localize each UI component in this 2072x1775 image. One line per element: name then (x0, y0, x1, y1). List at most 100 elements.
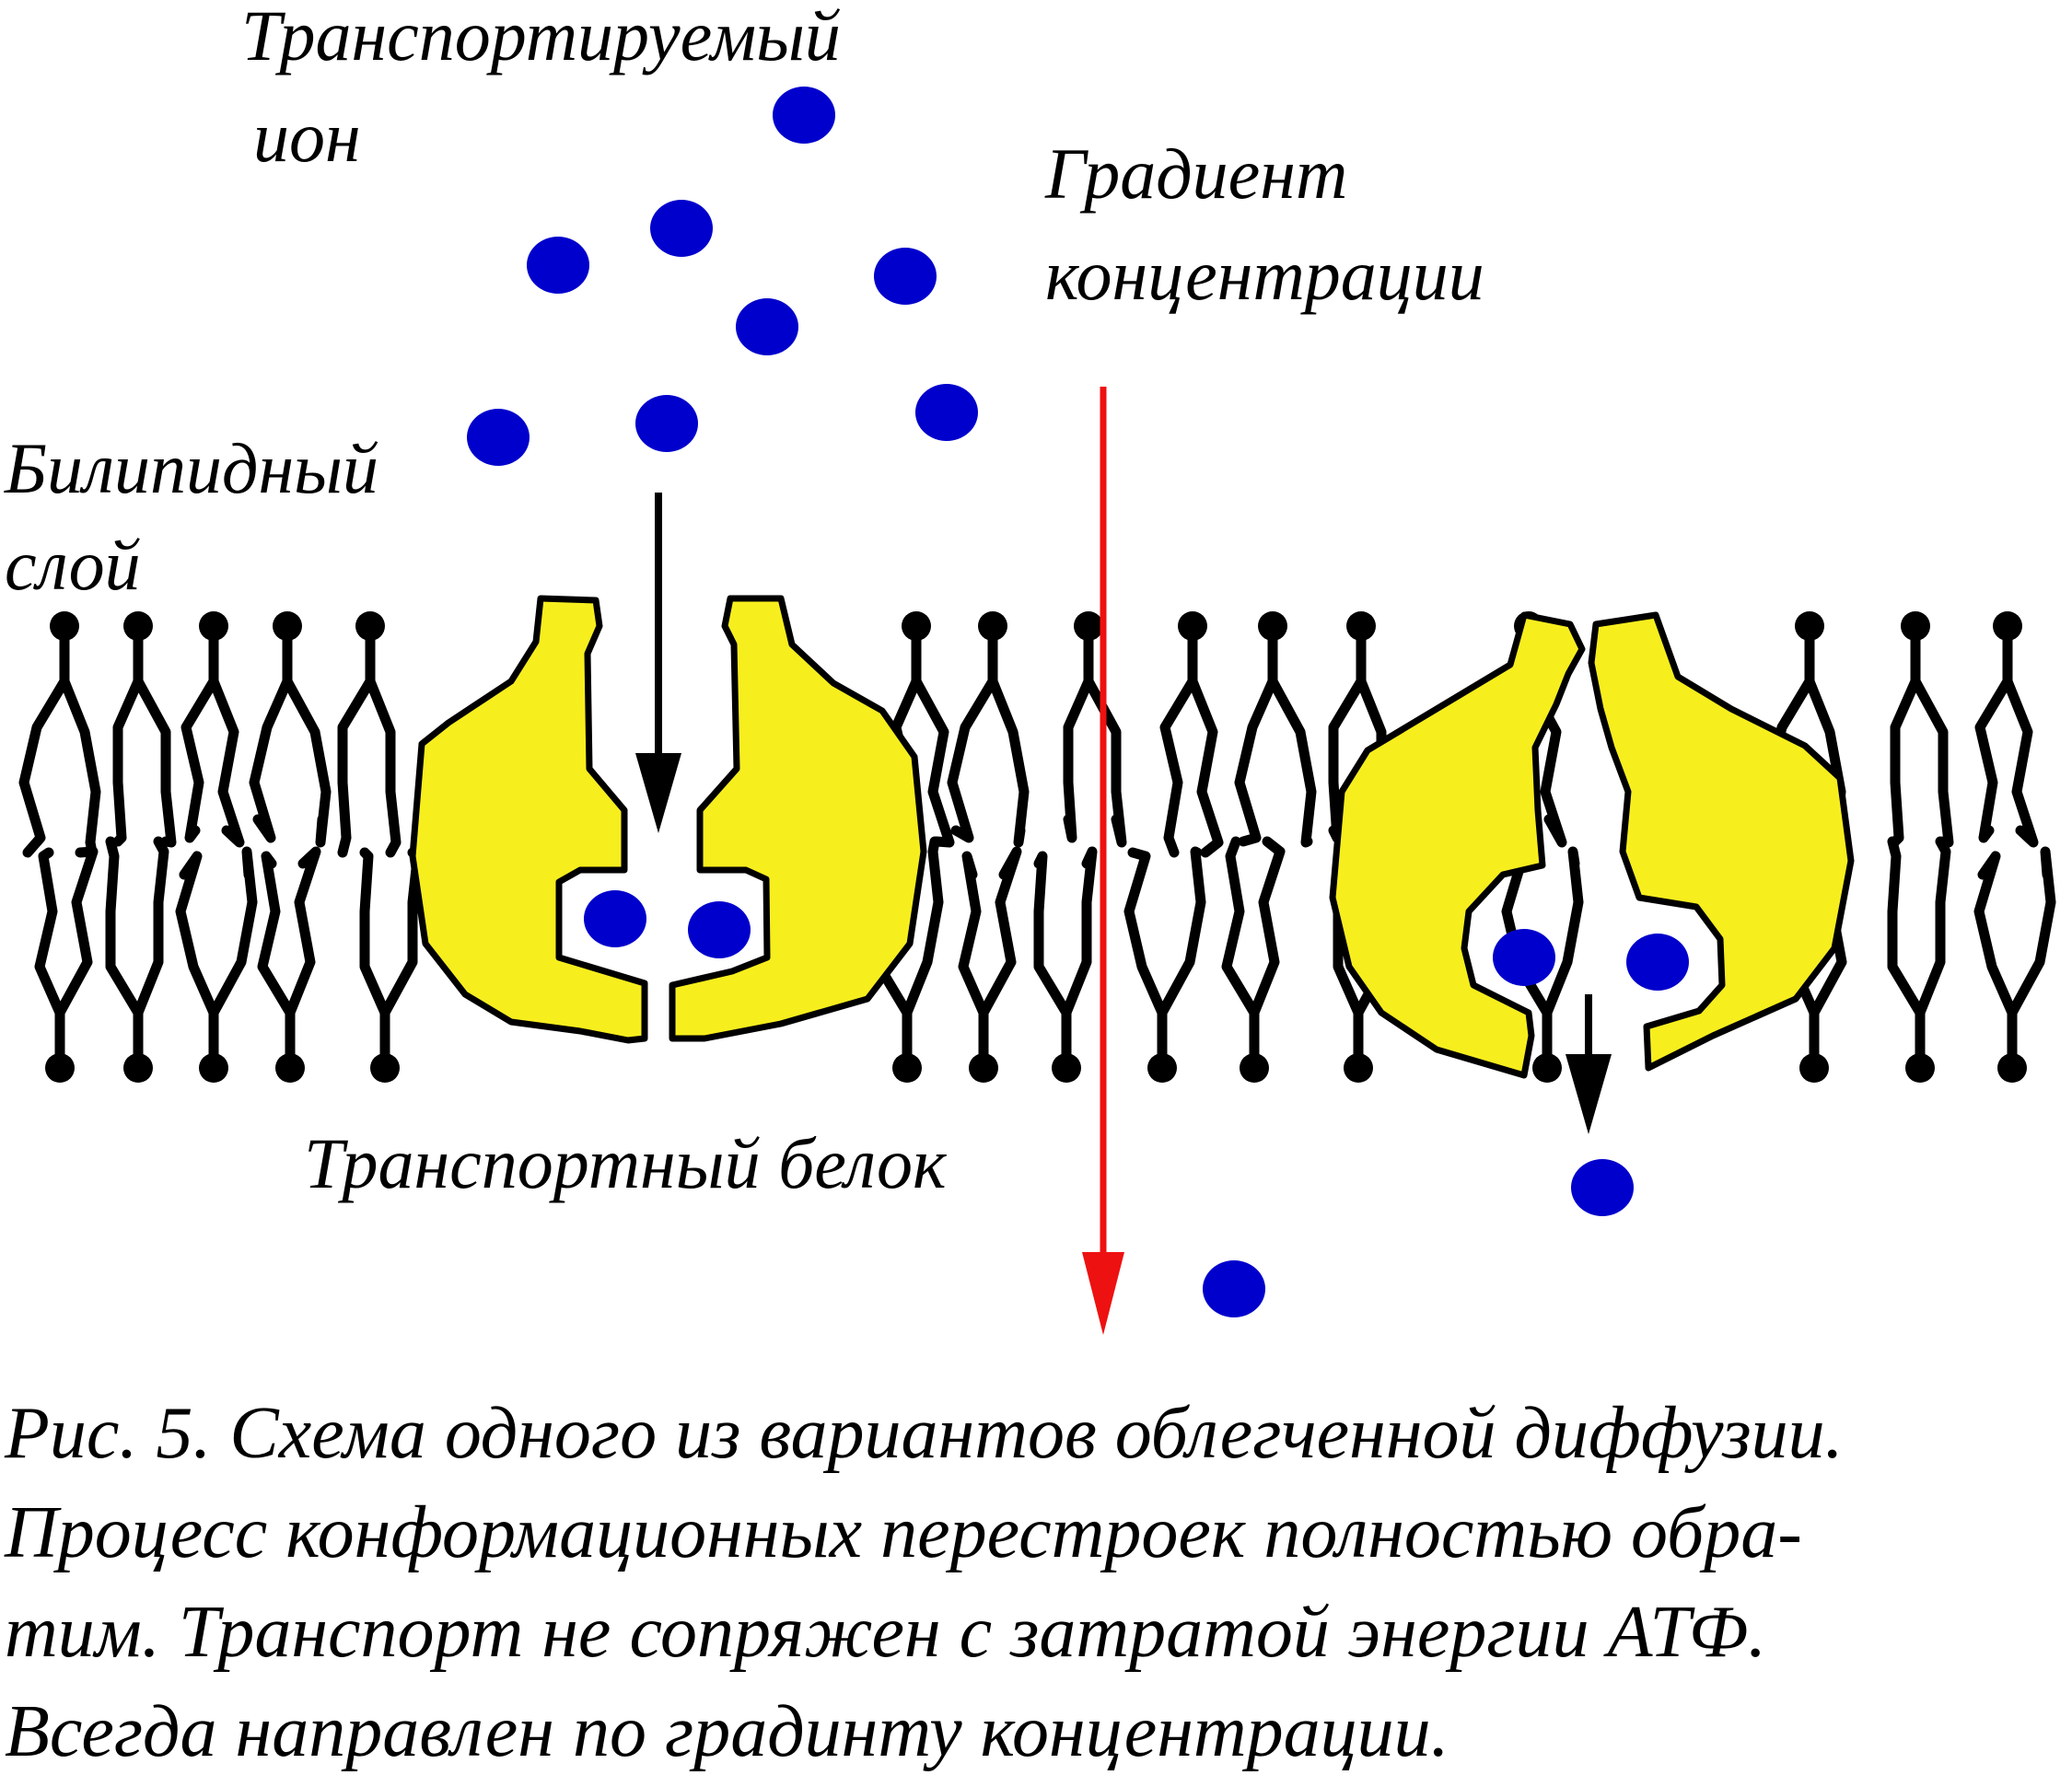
lipid-head (45, 1053, 75, 1083)
lipid (1890, 611, 1954, 848)
lipid-tail (1890, 621, 1921, 847)
lipid-tail (1542, 846, 1584, 1018)
transported-ion-label-line1: Транспортируемый (241, 0, 841, 75)
protein-right-half (1588, 611, 1855, 1072)
lipid-tail (1267, 676, 1317, 848)
lipid-tail (1915, 836, 1951, 1018)
lipid-tail (359, 847, 390, 1073)
lipid-head (902, 611, 931, 641)
lipid-tail (249, 621, 293, 843)
ion (584, 890, 646, 947)
lipid (249, 611, 332, 848)
caption-line4: Всегда направлен по градинту концентраци… (5, 1691, 1449, 1772)
ion (1203, 1260, 1265, 1317)
lipid-head (1997, 1053, 2027, 1083)
lipid-tail (1234, 621, 1278, 847)
lipid-head (1052, 1053, 1081, 1083)
lipid-head (199, 1053, 228, 1083)
lipid (947, 611, 1030, 848)
lipid-tail (208, 676, 245, 848)
lipid-tail (978, 846, 1022, 1018)
lipid-head (1905, 1053, 1935, 1083)
lipid-tail (1249, 836, 1286, 1018)
lipid-head (1993, 611, 2022, 641)
transported-ion-label-line2: ион (253, 97, 361, 177)
ion (1626, 934, 1689, 991)
lipid-head (199, 611, 228, 641)
protein-right-half (669, 595, 927, 1042)
lipid-tail (34, 847, 65, 1073)
bilayer-label-line2: слой (5, 525, 141, 605)
protein-left-half (1329, 611, 1586, 1079)
lipid (359, 846, 424, 1083)
lipid-tail (1083, 676, 1127, 848)
lipid (1234, 611, 1317, 848)
lipid (1887, 836, 1951, 1083)
lipid-tail (282, 676, 332, 848)
lipid-tail (1974, 621, 2013, 843)
ion (874, 248, 937, 305)
ion (467, 409, 530, 466)
lipid (1159, 611, 1224, 858)
lipid-head (123, 1053, 153, 1083)
ion (736, 298, 798, 355)
lipid-head (892, 1053, 922, 1083)
ion (635, 395, 698, 452)
lipid-tail (112, 621, 144, 847)
lipid-tail (1221, 836, 1260, 1073)
lipid-tail (958, 851, 989, 1073)
lipid (958, 846, 1022, 1083)
lipid-head (1344, 1053, 1373, 1083)
lipid-head (1532, 1053, 1562, 1083)
lipid-tail (1187, 676, 1224, 858)
lipid-tail (1061, 846, 1098, 1018)
ion (915, 384, 978, 441)
transport-protein-open-inside (1329, 611, 1855, 1079)
ion-exit-arrow (1566, 994, 1612, 1134)
lipid-tail (105, 836, 144, 1073)
lipid (180, 611, 245, 848)
lipid-tail (902, 836, 944, 1018)
lipid-head (275, 1053, 305, 1083)
protein-left-half (409, 595, 648, 1044)
lipid-tail (59, 676, 101, 858)
lipid-tail (911, 676, 955, 848)
ion-entry-arrow (635, 493, 681, 833)
lipid-head (1074, 611, 1103, 641)
bilayer-inner-leaflet (34, 836, 2056, 1083)
lipid-tail (180, 621, 219, 843)
lipid-head (355, 611, 385, 641)
lipid (105, 836, 169, 1083)
ions (467, 87, 1689, 1317)
lipid-tail (18, 621, 70, 858)
lipid-tail (337, 621, 376, 858)
lipid-head (1178, 611, 1207, 641)
lipid-head (1799, 1053, 1829, 1083)
lipid-tail (257, 851, 296, 1073)
lipid-tail (2007, 846, 2056, 1018)
lipid-tail (175, 851, 219, 1073)
lipid (1221, 836, 1286, 1083)
lipid-tail (2002, 676, 2039, 848)
lipid (1033, 846, 1098, 1083)
lipid (337, 611, 402, 858)
lipid-tail (947, 621, 998, 843)
lipid-head (978, 611, 1007, 641)
lipid-tail (1973, 851, 2018, 1073)
lipid-tail (1123, 847, 1168, 1073)
transport-protein-open-outside (409, 595, 927, 1044)
ion (527, 237, 589, 294)
concentration-gradient-arrow (1082, 387, 1124, 1335)
lipid-tail (1159, 621, 1198, 858)
caption-line1: Рис. 5. Схема одного из вариантов облегч… (5, 1393, 1844, 1474)
ion (650, 200, 713, 257)
lipid-tail (133, 676, 177, 848)
lipid-head (273, 611, 302, 641)
lipid-tail (133, 836, 169, 1018)
lipid (18, 611, 101, 858)
lipid (1974, 611, 2039, 848)
lipid (175, 846, 258, 1083)
lipid-head (1346, 611, 1376, 641)
